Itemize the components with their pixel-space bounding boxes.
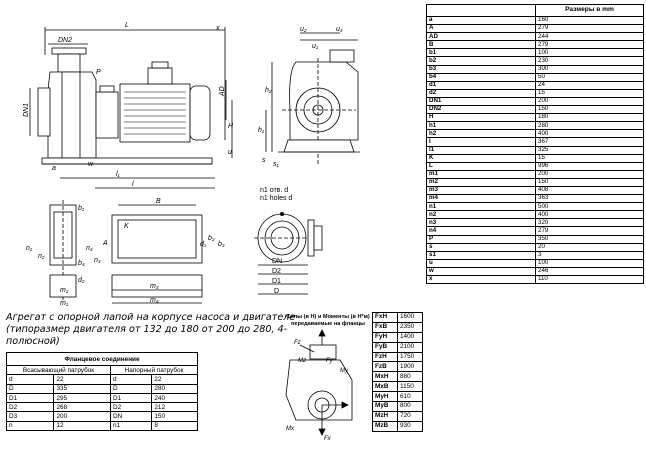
label-l1: l₁ [116, 171, 121, 178]
label-P: P [96, 69, 101, 76]
label-n4: n₄ [86, 245, 93, 252]
label-a: a [52, 165, 56, 172]
label-My: My [340, 368, 349, 374]
label-w: w [88, 161, 94, 168]
label-u2: u₂ [300, 26, 307, 33]
caption-line-1: Агрегат с опорной лапой на корпусе насос… [6, 312, 296, 323]
label-holes-ru: n1 отв. d [260, 187, 288, 194]
label-H: H [228, 123, 234, 130]
label-n2: n₂ [38, 253, 45, 260]
side-view: L DN2 DN1 P AD H [23, 22, 234, 189]
label-holes-en: n1 holes d [260, 195, 292, 202]
forces-title: Силы (в Н) и Моменты (в Н*м) передаваемы… [286, 314, 370, 327]
label-h1: h₁ [258, 127, 265, 134]
label-K: K [124, 223, 129, 230]
caption-line-2: (типоразмер двигателя от 132 до 180 от 2… [6, 324, 288, 347]
flange-row-cell: n1 [109, 420, 153, 432]
label-D1: D1 [272, 278, 281, 285]
label-DN1: DN1 [23, 103, 30, 117]
flange-row-cell: 8 [151, 420, 198, 432]
label-n3: n₃ [94, 257, 101, 264]
label-d2: d₂ [78, 277, 85, 284]
label-A: A [102, 240, 108, 247]
foot-detail-large: B A K b₂ b₃ d₁ n₃ n₄ m₃ m₄ [86, 198, 225, 304]
caption: Агрегат с опорной лапой на корпусе насос… [6, 312, 306, 348]
flange-row-cell: n [5, 420, 55, 432]
foot-detail-small: b₁ b₄ d₂ n₁ n₂ m₂ m₁ [26, 200, 85, 307]
label-n1: n₁ [26, 245, 33, 252]
label-D: D [274, 288, 279, 295]
label-m1: m₁ [60, 300, 69, 307]
label-d1: d₁ [200, 241, 207, 248]
label-h2: h₂ [265, 87, 272, 94]
front-view: u₂ u₃ u₁ h₂ h₁ s₁ s [258, 26, 360, 168]
label-DN2: DN2 [58, 37, 72, 44]
label-Fz: Fz [294, 340, 301, 346]
label-AD: AD [219, 86, 226, 97]
force-diagram: Fz Mz Fy My Fx Mx [285, 329, 353, 442]
label-B: B [156, 198, 161, 205]
flange-table: Фланцевое соединение Всасывающий патрубо… [5, 352, 199, 432]
label-s1: s₁ [273, 161, 280, 168]
label-Mx: Mx [286, 426, 295, 432]
label-l: l [132, 181, 134, 188]
dimension-row-cell: 110 [535, 274, 644, 285]
flange-detail: n1 отв. d n1 holes d DN D2 D1 D [254, 187, 323, 295]
label-Mz: Mz [298, 358, 306, 364]
label-b1-left: b₁ [78, 205, 85, 212]
label-D2: D2 [272, 268, 281, 275]
label-b3: b₃ [218, 241, 225, 248]
label-s: s [262, 157, 266, 164]
label-b2: b₂ [208, 235, 215, 242]
force-row-cell: 930 [397, 420, 423, 432]
label-u3: u₃ [336, 26, 343, 33]
label-DN: DN [272, 258, 282, 265]
label-Fy: Fy [326, 358, 334, 364]
label-m4: m₄ [150, 297, 159, 304]
label-b4: b₄ [78, 260, 85, 267]
label-x: x [215, 25, 220, 32]
label-m2: m₂ [60, 287, 69, 294]
label-L: L [125, 22, 129, 29]
label-u1: u₁ [312, 43, 319, 50]
label-u: u [228, 149, 232, 156]
label-Fx: Fx [324, 436, 332, 442]
label-m3: m₃ [150, 283, 159, 290]
